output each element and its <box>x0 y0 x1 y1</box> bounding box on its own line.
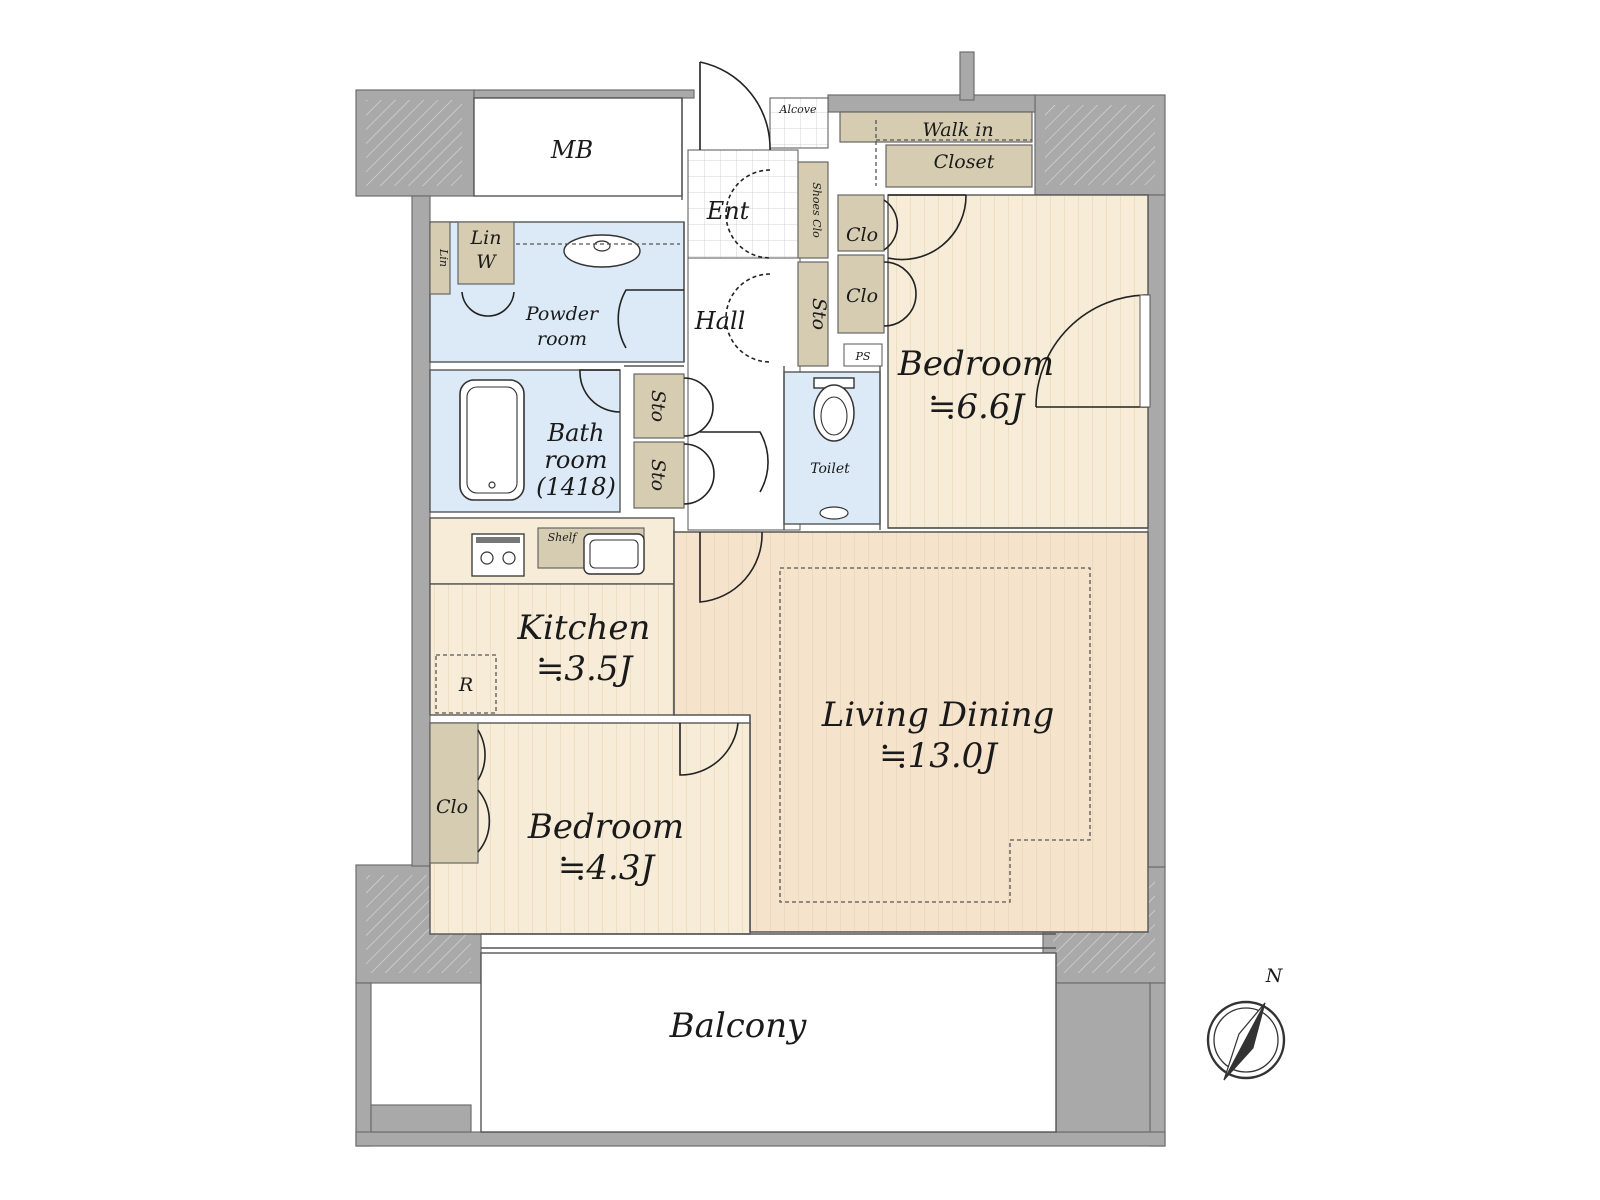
label-closet-1: Clo <box>846 224 878 246</box>
partitions <box>481 98 1148 949</box>
floors <box>429 97 1149 1133</box>
label-linen-small: Lin <box>437 248 450 267</box>
label-closet-2: Clo <box>846 285 878 307</box>
compass-icon: N <box>1206 965 1286 1081</box>
label-balcony: Balcony <box>669 1006 808 1046</box>
label-storage-hall: Sto <box>808 298 830 330</box>
label-toilet: Toilet <box>810 461 850 477</box>
label-walk-in-closet: Closet <box>934 151 995 173</box>
label-storage-1: Sto <box>647 390 669 422</box>
label-bedroom-b: Bedroom <box>527 807 684 847</box>
label-bedroom-b-size: ≒4.3J <box>558 848 657 888</box>
label-kitchen: Kitchen <box>517 608 651 648</box>
room-labels: MB Alcove Walk in Closet Ent Shoes Clo S… <box>436 103 1054 1046</box>
label-closet-3: Clo <box>436 796 468 818</box>
label-storage-2: Sto <box>647 459 669 491</box>
label-bedroom-a-size: ≒6.6J <box>928 387 1027 427</box>
label-hall: Hall <box>694 307 746 335</box>
fixtures <box>435 120 1091 903</box>
label-powder-room-2: room <box>537 328 587 350</box>
label-mb: MB <box>550 136 593 164</box>
label-living-size: ≒13.0J <box>879 736 999 776</box>
compass-north-label: N <box>1265 965 1284 987</box>
label-kitchen-size: ≒3.5J <box>536 649 635 689</box>
label-ps: PS <box>855 350 871 363</box>
closets <box>429 111 1033 864</box>
label-living-dining: Living Dining <box>821 695 1055 735</box>
doors <box>461 61 1151 853</box>
label-entrance: Ent <box>706 197 750 225</box>
label-bedroom-a: Bedroom <box>897 344 1054 384</box>
label-bath-size: (1418) <box>536 473 616 501</box>
label-bath-room-2: room <box>544 446 607 474</box>
label-washer: W <box>476 251 497 273</box>
label-alcove: Alcove <box>779 103 817 116</box>
label-refrigerator: R <box>458 674 473 696</box>
label-bath-room: Bath <box>546 419 604 447</box>
label-shoes-closet: Shoes Clo <box>810 182 823 238</box>
label-linen: Lin <box>470 227 502 249</box>
label-shelf: Shelf <box>548 531 579 544</box>
label-powder-room: Powder <box>525 303 600 325</box>
label-walk-in: Walk in <box>922 119 993 141</box>
